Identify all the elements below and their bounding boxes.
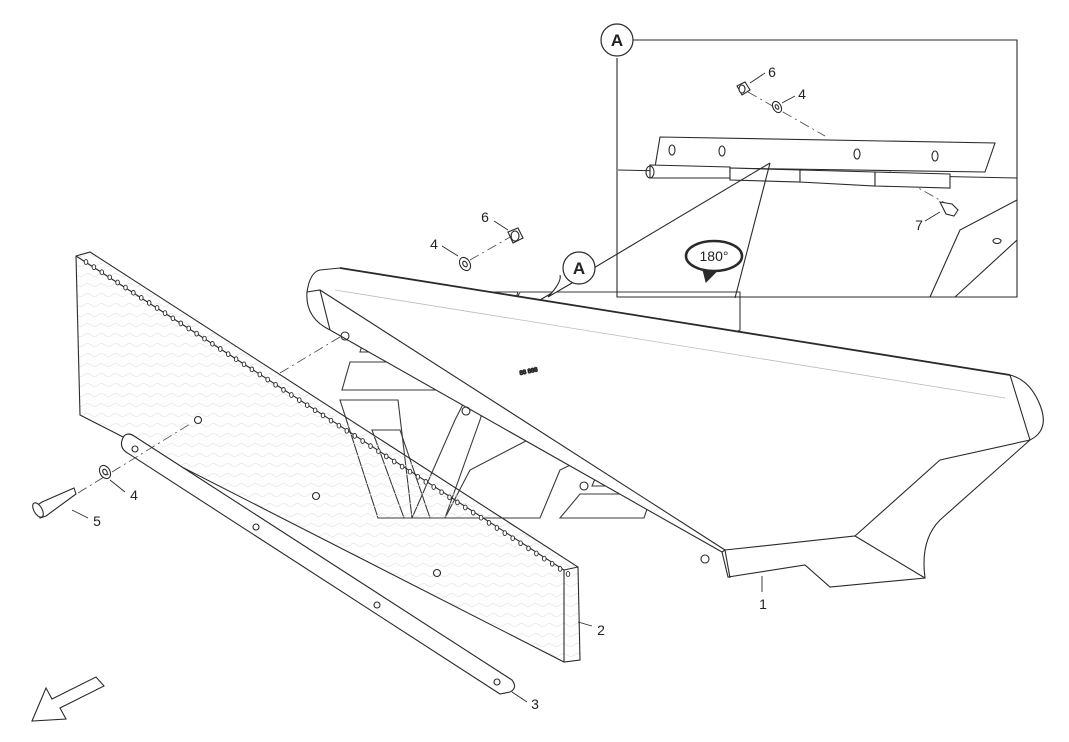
perforation-hole [463, 504, 468, 511]
perforation-hole [376, 448, 381, 455]
perforation-hole [431, 484, 436, 490]
rotation-label: 180° [700, 248, 729, 264]
perforation-hole [510, 535, 515, 542]
washer-icon [771, 100, 783, 114]
perforation-hole [146, 300, 152, 306]
callout-part-4-detail: 4 [798, 86, 806, 102]
perforation-hole [202, 335, 207, 342]
perforation-hole [407, 468, 413, 475]
part-2-perforated-strip [75, 251, 581, 663]
part-1-cover-panel: 88 888 [306, 267, 1044, 588]
perforation-hole [225, 351, 231, 357]
perforation-hole [352, 433, 357, 439]
perforation-hole [83, 259, 89, 265]
perforation-hole [470, 509, 476, 516]
perforation-hole [494, 525, 500, 531]
perforation-hole [502, 530, 508, 536]
svg-text:88 888: 88 888 [519, 367, 539, 377]
perforation-hole [281, 387, 286, 393]
perforation-hole [518, 540, 523, 547]
perforation-hole [557, 566, 563, 572]
part-3-flat-bar [120, 433, 516, 695]
perforation-hole [154, 305, 160, 311]
leader-lines [71, 72, 941, 703]
callout-part-1: 1 [759, 596, 767, 612]
perforation-hole [139, 294, 144, 301]
perforation-hole [320, 412, 326, 419]
perforation-hole [289, 392, 294, 398]
detail-view-title-marker: A [600, 23, 634, 57]
perforation-hole [399, 463, 405, 470]
perforation-hole [478, 514, 484, 521]
perforation-hole [549, 560, 555, 567]
perforation-hole [447, 494, 452, 501]
callout-part-6-detail: 6 [768, 64, 776, 80]
perforation-hole [360, 438, 365, 444]
assembly-axis-lines [77, 91, 946, 494]
perforation-hole [312, 407, 318, 414]
perforation-hole [455, 499, 460, 506]
perforation-hole [368, 443, 373, 449]
detail-view-label: A [611, 31, 623, 50]
perforation-hole [210, 340, 215, 347]
callout-part-4-main: 4 [430, 236, 438, 252]
direction-arrow-icon [31, 676, 105, 722]
perforation-hole [344, 427, 350, 434]
perforation-hole [241, 361, 247, 368]
callout-part-2: 2 [597, 622, 605, 638]
perforation-hole [265, 376, 270, 383]
perforation-hole [170, 315, 176, 322]
perforation-hole [439, 489, 444, 496]
perforation-hole [384, 453, 389, 460]
perforation-hole [391, 458, 397, 465]
rotate-180-icon [684, 239, 744, 283]
perforation-hole [115, 279, 120, 286]
perforation-hole [304, 402, 310, 409]
detail-reference-marker: A [547, 251, 596, 298]
perforation-hole [534, 550, 539, 557]
perforation-hole [186, 325, 191, 332]
perforation-hole [233, 356, 239, 363]
fasteners-main [32, 227, 524, 519]
perforation-hole [336, 422, 342, 429]
perforation-hole [249, 366, 255, 373]
strip-holes [83, 259, 571, 577]
screw-icon [939, 201, 959, 217]
perforation-hole [123, 284, 128, 291]
perforation-hole [526, 545, 531, 552]
perforation-hole [486, 520, 492, 526]
perforation-hole [415, 473, 421, 480]
perforation-hole [194, 330, 199, 337]
detail-view-a [539, 39, 1018, 301]
perforation-hole [178, 320, 184, 327]
perforation-hole [107, 274, 112, 281]
perforation-hole [565, 571, 571, 577]
perforation-hole [131, 289, 136, 296]
callout-part-6-main: 6 [481, 209, 489, 225]
callout-part-3: 3 [531, 696, 539, 712]
perforation-hole [99, 269, 105, 276]
detail-reference-label: A [573, 259, 585, 278]
perforation-hole [423, 479, 429, 485]
perforation-hole [162, 310, 168, 316]
callout-part-7: 7 [915, 217, 923, 233]
callout-part-5: 5 [93, 513, 101, 529]
callout-numbers: 1 2 3 4 5 4 6 6 4 7 [93, 64, 923, 712]
perforation-hole [91, 264, 97, 270]
perforation-hole [273, 381, 278, 388]
perforation-hole [257, 371, 263, 378]
callout-part-4-bolt: 4 [130, 487, 138, 503]
perforation-hole [542, 555, 547, 562]
perforation-hole [218, 346, 223, 352]
perforation-hole [328, 417, 334, 424]
perforation-hole [297, 397, 302, 403]
bolt-icon [35, 487, 77, 519]
